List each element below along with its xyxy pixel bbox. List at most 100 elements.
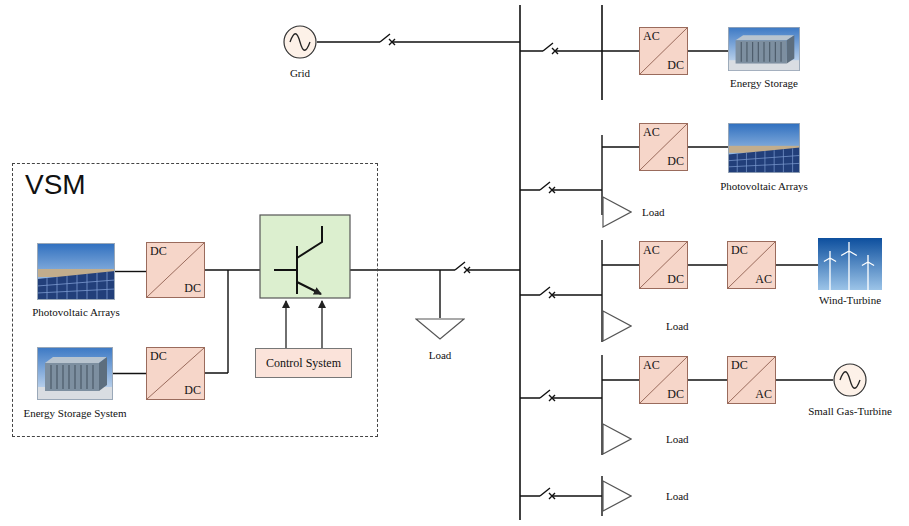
panel-rows xyxy=(728,148,800,173)
control-box: Control System xyxy=(255,348,352,378)
converter-box: DC AC xyxy=(727,356,776,404)
converter-box: AC DC xyxy=(639,123,688,171)
control-signal-arrow xyxy=(321,301,322,348)
load-symbol: Load xyxy=(415,318,465,340)
load-label: Load xyxy=(666,433,689,446)
picture-frame xyxy=(38,348,113,400)
converter-output-label: AC xyxy=(755,273,772,286)
turbine xyxy=(841,242,857,290)
converter-output-label: DC xyxy=(667,155,684,168)
cabinet-front xyxy=(736,40,787,63)
connector-line xyxy=(113,373,146,374)
component-label: Small Gas-Turbine xyxy=(808,405,892,418)
feeder-bus-bar xyxy=(601,5,603,100)
load-label: Load xyxy=(666,320,689,333)
converter-box: AC DC xyxy=(639,241,688,289)
converter-output-label: AC xyxy=(755,388,772,401)
load-label: Load xyxy=(666,490,689,503)
component-label: Energy Storage xyxy=(730,77,798,90)
converter-input-label: AC xyxy=(643,126,660,139)
picture-frame xyxy=(728,123,799,172)
turbine xyxy=(862,255,874,290)
converter-output-label: DC xyxy=(667,388,684,401)
circuit-breaker xyxy=(540,488,555,499)
converter-input-label: DC xyxy=(731,244,748,257)
load-symbol: Load xyxy=(602,423,632,455)
feeder-wire xyxy=(520,50,639,51)
converter-input-label: DC xyxy=(731,359,748,372)
cabinet-top xyxy=(736,35,795,40)
connector-line xyxy=(688,379,727,380)
converter-input-label: DC xyxy=(150,350,167,363)
vsm-wire xyxy=(205,270,520,373)
vsm-region: VSMPhotovoltaic ArraysDCDCControl System… xyxy=(12,163,378,437)
inverter-box xyxy=(260,215,350,298)
component-label: Photovoltaic Arrays xyxy=(32,306,120,319)
load-label: Load xyxy=(642,206,665,219)
circuit-breaker xyxy=(455,262,470,273)
feeder-wire xyxy=(520,476,602,516)
region-title: VSM xyxy=(25,169,86,201)
battery-cells xyxy=(51,365,93,389)
connector-line xyxy=(115,271,146,272)
load-label: Load xyxy=(429,349,452,362)
load-triangle xyxy=(602,480,632,512)
transistor-symbol xyxy=(274,226,322,294)
load-triangle xyxy=(602,196,632,228)
circuit-breaker xyxy=(380,34,395,45)
main-bus-bar xyxy=(519,5,521,520)
feeder-wire xyxy=(520,355,639,455)
circuit-breaker xyxy=(540,182,555,193)
converter-input-label: AC xyxy=(643,244,660,257)
component-label: Energy Storage System xyxy=(23,407,126,420)
picture-frame xyxy=(728,27,799,70)
circuit-breaker xyxy=(540,390,555,401)
component-label: Grid xyxy=(290,67,310,80)
sky xyxy=(818,238,882,290)
circuit-breaker xyxy=(540,287,555,298)
cabinet-front xyxy=(45,363,99,391)
sky xyxy=(728,27,800,71)
converter-box: ACDC xyxy=(639,356,688,404)
converter-box: DC AC xyxy=(727,241,776,289)
ac-source-symbol xyxy=(833,363,867,397)
connector-line xyxy=(776,379,833,380)
connector-line xyxy=(688,146,728,147)
wind-turbine-picture xyxy=(818,238,882,290)
cabinet-side xyxy=(99,357,107,391)
load-triangle xyxy=(415,318,465,340)
panel-grid xyxy=(37,272,115,300)
cabinet-side xyxy=(787,35,795,63)
solar-panel-picture xyxy=(728,123,800,173)
source-picture-node: Photovoltaic Arrays xyxy=(37,243,115,300)
converter-output-label: DC xyxy=(667,273,684,286)
sky xyxy=(728,123,800,173)
source-picture-node: Energy Storage xyxy=(728,27,800,71)
solar-panel-picture xyxy=(37,243,115,300)
converter-box: DCDC xyxy=(146,242,205,298)
circuit-breaker xyxy=(543,43,558,54)
converter-output-label: DC xyxy=(184,282,201,295)
load-symbol: Load xyxy=(602,480,632,512)
component-label: Wind-Turbine xyxy=(819,294,881,307)
load-symbol: Load xyxy=(602,196,632,228)
grid-feeder-wire xyxy=(317,41,520,42)
component-label: Photovoltaic Arrays xyxy=(720,180,808,193)
converter-box: ACDC xyxy=(639,27,688,75)
turbine xyxy=(824,251,836,290)
transistor-emitter xyxy=(297,282,321,294)
load-triangle xyxy=(602,423,632,455)
load-triangle xyxy=(602,310,632,342)
battery-picture xyxy=(37,347,113,400)
sky xyxy=(37,243,115,300)
sky xyxy=(37,347,113,400)
converter-box: DC DC xyxy=(146,347,205,400)
cabinet-top xyxy=(45,357,107,363)
ac-source-circle: Small Gas-Turbine xyxy=(833,363,867,397)
panel-grid xyxy=(728,148,800,173)
connector-line xyxy=(776,264,818,265)
converter-output-label: DC xyxy=(184,384,201,397)
connector-line xyxy=(688,264,727,265)
load-symbol: Load xyxy=(602,310,632,342)
source-picture-node: Wind-Turbine xyxy=(818,238,882,290)
